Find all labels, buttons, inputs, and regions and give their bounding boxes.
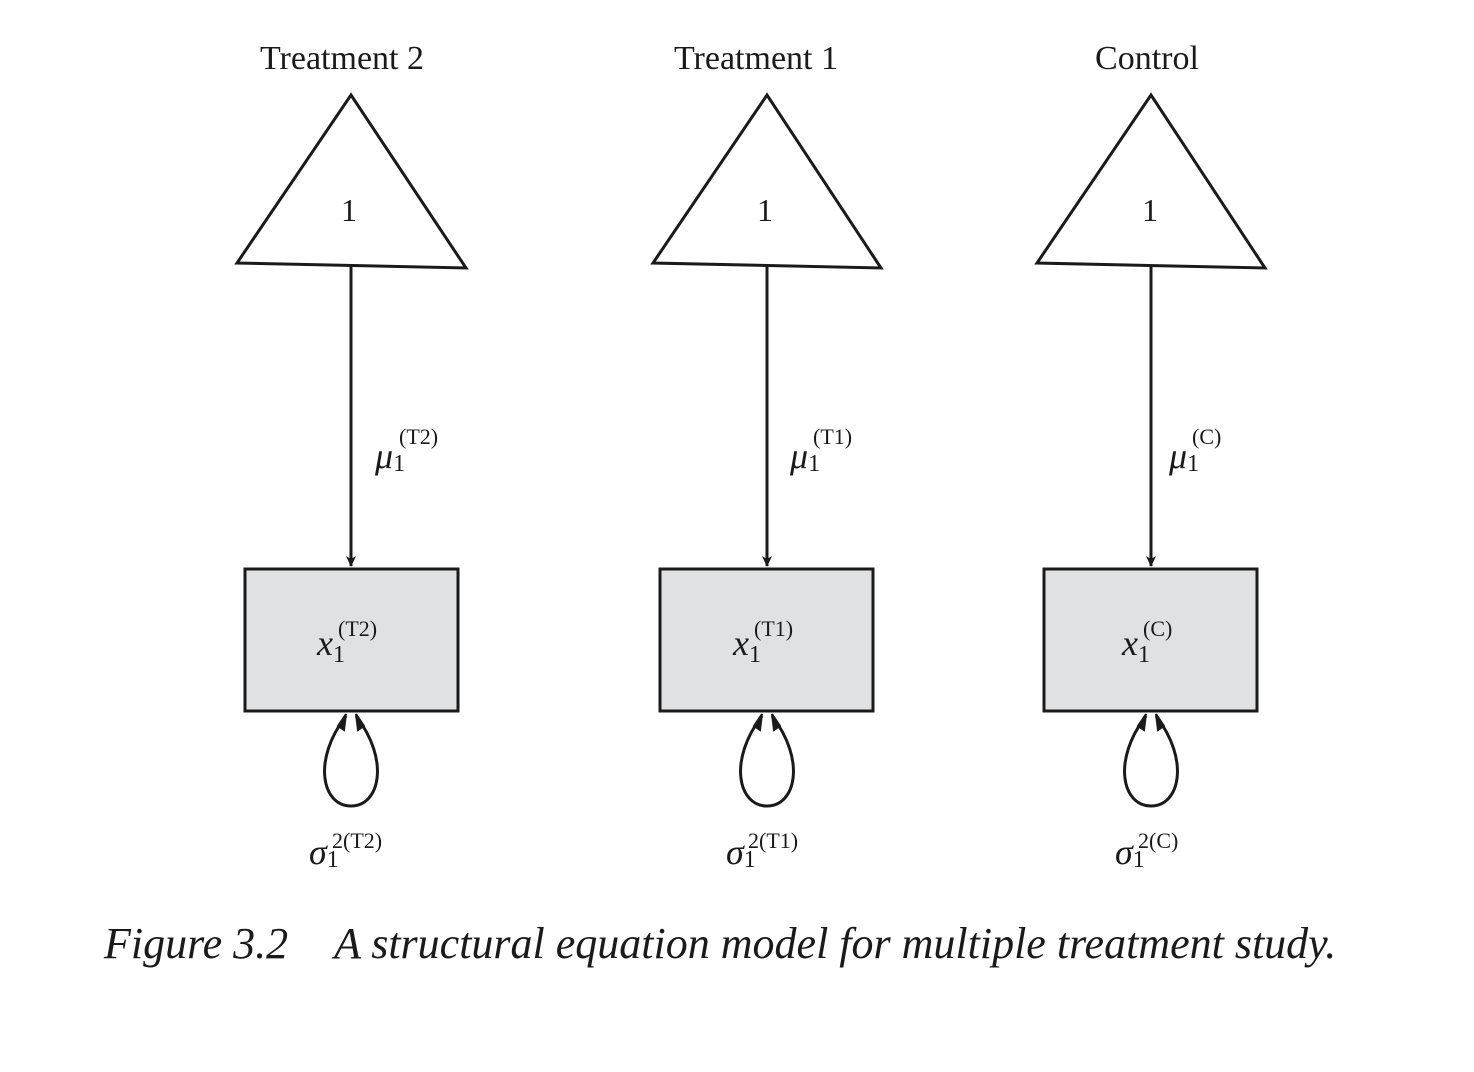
figure-caption: Figure 3.2 A structural equation model fo…	[104, 918, 1444, 969]
variable-symbol: x	[316, 623, 333, 663]
variable-superscript: (T1)	[754, 616, 793, 641]
variance-label: σ1	[726, 832, 756, 873]
group-title: Treatment 1	[674, 40, 838, 77]
observed-variable-label: x1	[1121, 623, 1150, 668]
observed-variable-box	[243, 567, 460, 713]
variance-loop-arrow	[323, 715, 379, 808]
group-treatment-2: Treatment 2 1 μ1 (T2) x1 (T2) σ1 2(T2)	[234, 40, 469, 873]
group-treatment-1: Treatment 1 1 μ1 (T1) x1 (T1) σ1 2(T1)	[650, 40, 884, 873]
sem-diagram: Treatment 2 1 μ1 (T2) x1 (T2) σ1 2(T2) T…	[234, 40, 1268, 873]
variance-subscript: 1	[1133, 847, 1145, 873]
constant-triangle	[650, 92, 884, 270]
variable-symbol: x	[732, 623, 749, 663]
group-title: Control	[1095, 40, 1199, 77]
figure-caption-text: A structural equation model for multiple…	[334, 919, 1337, 968]
variance-subscript: 1	[744, 847, 756, 873]
variance-subscript: 1	[327, 847, 339, 873]
variable-subscript: 1	[333, 642, 345, 668]
variance-label: σ1	[309, 832, 339, 873]
variance-loop-arrow	[739, 715, 795, 808]
observed-variable-label: x1	[732, 623, 761, 668]
mean-subscript: 1	[393, 451, 405, 477]
variance-symbol: σ	[726, 832, 745, 872]
mean-symbol: μ	[374, 436, 393, 476]
variance-superscript: 2(T2)	[332, 828, 382, 853]
mean-subscript: 1	[808, 451, 820, 477]
mean-label: μ1	[374, 436, 405, 477]
mean-label: μ1	[1168, 436, 1199, 477]
group-title: Treatment 2	[260, 40, 424, 77]
mean-label: μ1	[789, 436, 820, 477]
observed-variable-box	[1042, 567, 1259, 713]
mean-superscript: (C)	[1192, 424, 1221, 449]
constant-triangle	[1034, 92, 1268, 270]
variance-superscript: 2(T1)	[748, 828, 798, 853]
variance-superscript: 2(C)	[1138, 828, 1178, 853]
variable-subscript: 1	[749, 642, 761, 668]
variance-arrowhead-right	[355, 713, 366, 732]
variance-arrowhead-left	[336, 713, 347, 732]
group-control: Control 1 μ1 (C) x1 (C) σ1 2(C)	[1034, 40, 1268, 873]
variable-superscript: (T2)	[338, 616, 377, 641]
variable-superscript: (C)	[1143, 616, 1172, 641]
mean-symbol: μ	[1168, 436, 1187, 476]
constant-triangle	[234, 92, 469, 270]
variance-arrowhead-right	[1155, 713, 1166, 732]
variance-arrowhead-left	[752, 713, 763, 732]
constant-label: 1	[1142, 192, 1158, 228]
variance-arrowhead-right	[771, 713, 782, 732]
variance-label: σ1	[1115, 832, 1145, 873]
mean-symbol: μ	[789, 436, 808, 476]
mean-superscript: (T2)	[399, 424, 438, 449]
variance-symbol: σ	[309, 832, 328, 872]
figure-number: Figure 3.2	[104, 919, 289, 968]
variable-symbol: x	[1121, 623, 1138, 663]
mean-subscript: 1	[1187, 451, 1199, 477]
observed-variable-box	[658, 567, 875, 713]
variance-symbol: σ	[1115, 832, 1134, 872]
variance-arrowhead-left	[1136, 713, 1147, 732]
constant-label: 1	[757, 192, 773, 228]
constant-label: 1	[341, 192, 357, 228]
variable-subscript: 1	[1138, 642, 1150, 668]
variance-loop-arrow	[1123, 715, 1179, 808]
mean-superscript: (T1)	[813, 424, 852, 449]
observed-variable-label: x1	[316, 623, 345, 668]
